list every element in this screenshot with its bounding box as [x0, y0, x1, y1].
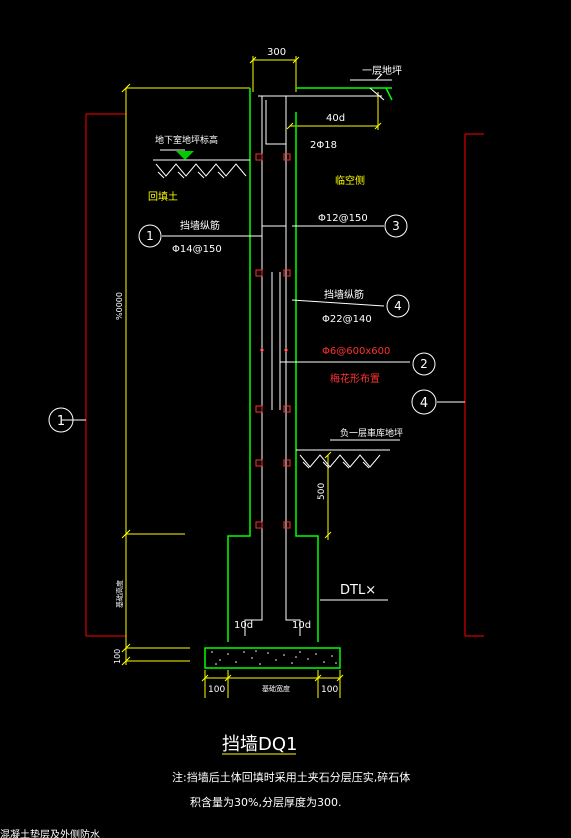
basement-level-label: 地下室地坪标高	[155, 134, 218, 146]
marker-3	[384, 214, 408, 238]
phi6-label: Φ6@600x600	[322, 346, 390, 357]
marker-2	[412, 352, 436, 376]
marker-4-small-num: 4	[394, 299, 402, 313]
dtl-label: DTL×	[340, 583, 376, 598]
dim-100-left: 100	[208, 685, 225, 695]
wall-rebar-label-1: 挡墙纵筋	[180, 219, 220, 232]
dimension-lines	[85, 113, 484, 637]
marker-2-num: 2	[420, 357, 428, 371]
yellow-dimension-lines	[121, 56, 382, 755]
marker-1-far-left	[48, 407, 74, 433]
marker-circles	[48, 214, 437, 433]
phi14-label: Φ14@150	[172, 244, 222, 255]
marker-4-big-num: 4	[420, 396, 428, 411]
first-floor-label: 一层地坪	[362, 64, 402, 77]
marker-1-left-num: 1	[146, 229, 154, 243]
marker-3-num: 3	[392, 219, 400, 233]
phi22-label: Φ22@140	[322, 314, 372, 325]
leader-lines	[62, 149, 410, 601]
plum-label: 梅花形布置	[330, 372, 380, 385]
dim-40d: 40d	[326, 113, 345, 124]
footing-height-label: 基础高度	[115, 580, 124, 608]
basement-floor-label: 负一层車库地坪	[340, 427, 403, 439]
drawing-title: 挡墙DQ1	[222, 734, 297, 755]
phi12-label: Φ12@150	[318, 213, 368, 224]
marker-1-far-left-num: 1	[57, 414, 65, 429]
ground-hatching	[153, 73, 400, 469]
marker-4-big	[411, 389, 437, 415]
wall-outline	[227, 87, 393, 642]
note-line-1: 注:挡墙后土体回填时采用土夹石分层压实,碎石体	[172, 770, 410, 784]
rebar-ties	[255, 153, 291, 529]
anchor-right: 10d	[292, 620, 311, 631]
dim-300: 300	[267, 47, 286, 58]
empty-side-label: 临空侧	[335, 174, 365, 187]
note-line-2: 积含量为30%,分层厚度为300.	[190, 795, 341, 809]
bottom-cut-text: 混凝土垫层及外侧防水	[0, 828, 100, 838]
dim-100-vertical: 100	[113, 649, 122, 664]
dim-100-right: 100	[321, 685, 338, 695]
dim-500: 500	[317, 483, 327, 500]
level-triangle-icon	[176, 151, 194, 160]
marker-4-small	[386, 294, 410, 318]
wall-rebar-label-2: 挡墙纵筋	[324, 288, 364, 301]
backfill-label: 回填土	[148, 190, 178, 203]
rebar	[244, 95, 382, 636]
marker-1-left	[138, 224, 162, 248]
footing-pad	[204, 647, 341, 669]
anchor-left: 10d	[234, 620, 253, 631]
bar-2phi18: 2Φ18	[310, 140, 337, 151]
dim-height: %0000	[115, 292, 124, 320]
footing-width-label: 基础宽度	[262, 684, 290, 693]
